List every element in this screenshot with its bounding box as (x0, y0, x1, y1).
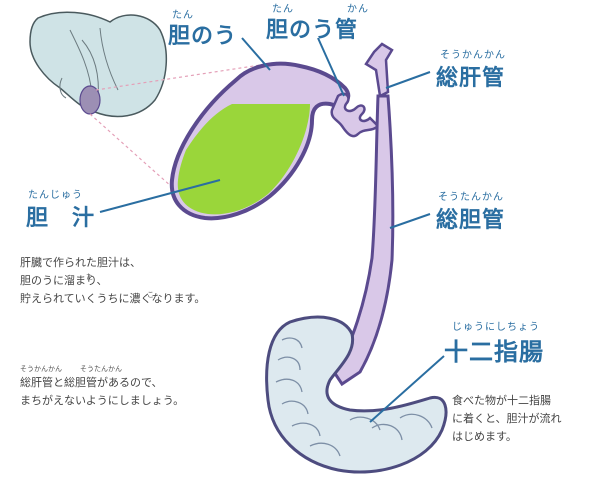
ruby-common-bile-duct: そうたんかん (438, 192, 504, 203)
label-bile: 胆 汁 (26, 206, 96, 231)
ruby-duodenum: じゅうにしちょう (452, 322, 540, 333)
note-bile-ruby-tama: た (86, 273, 93, 281)
leader-common-bile-duct (389, 213, 431, 229)
note-duct-ruby-1: そうかんかん (20, 365, 62, 373)
leader-bile (99, 179, 221, 213)
label-duodenum: 十二指腸 (444, 338, 544, 366)
hepatic-duct-branches (364, 42, 394, 98)
leader-duodenum (369, 355, 445, 423)
note-duodenum-line2: に着くと、胆汁が流れ (452, 412, 562, 425)
cystic-duct-shape (330, 92, 380, 138)
leader-common-hepatic-duct (385, 71, 431, 89)
label-common-hepatic-duct: 総肝管 (436, 66, 506, 91)
note-ducts: 総肝管と総胆管があるので、 まちがえないようにしましょう。 (20, 374, 184, 410)
note-bile-ruby-ko: こ (147, 291, 154, 299)
label-cystic-duct: 胆のう管 (266, 18, 359, 43)
ruby-cystic-duct-1: たん (272, 4, 294, 15)
gallbladder-shape (169, 61, 351, 221)
label-gallbladder: 胆のう (168, 24, 238, 49)
leader-cystic-duct (317, 37, 345, 97)
duodenum-shape (265, 315, 448, 474)
label-common-bile-duct: 総胆管 (436, 208, 506, 233)
note-duodenum: 食べた物が十二指腸 に着くと、胆汁が流れ はじめます。 (452, 392, 562, 446)
common-bile-duct-shape (332, 94, 395, 387)
note-duodenum-line1: 食べた物が十二指腸 (452, 394, 551, 407)
leader-gallbladder (241, 37, 271, 71)
note-duct-ruby-2: そうたんかん (80, 365, 122, 373)
note-bile-line1: 肝臓で作られた胆汁は、 (20, 256, 141, 269)
note-ducts-line1: 総肝管と総胆管があるので、 (20, 376, 163, 389)
ruby-gallbladder: たん (172, 10, 194, 21)
ruby-common-hepatic-duct: そうかんかん (440, 50, 506, 61)
note-ducts-line2: まちがえないようにしましょう。 (20, 394, 185, 407)
note-bile: 肝臓で作られた胆汁は、 胆のうに溜まり、 貯えられていくうちに濃くなります。 (20, 254, 205, 308)
note-duodenum-line3: はじめます。 (452, 430, 517, 443)
liver-thumbnail (29, 11, 168, 118)
ruby-bile: たんじゅう (28, 190, 83, 201)
connector-line-top (95, 61, 281, 91)
note-bile-line2: 胆のうに溜まり、 (20, 274, 108, 287)
note-bile-line3: 貯えられていくうちに濃くなります。 (20, 292, 206, 305)
ruby-cystic-duct-2: かん (347, 4, 369, 15)
